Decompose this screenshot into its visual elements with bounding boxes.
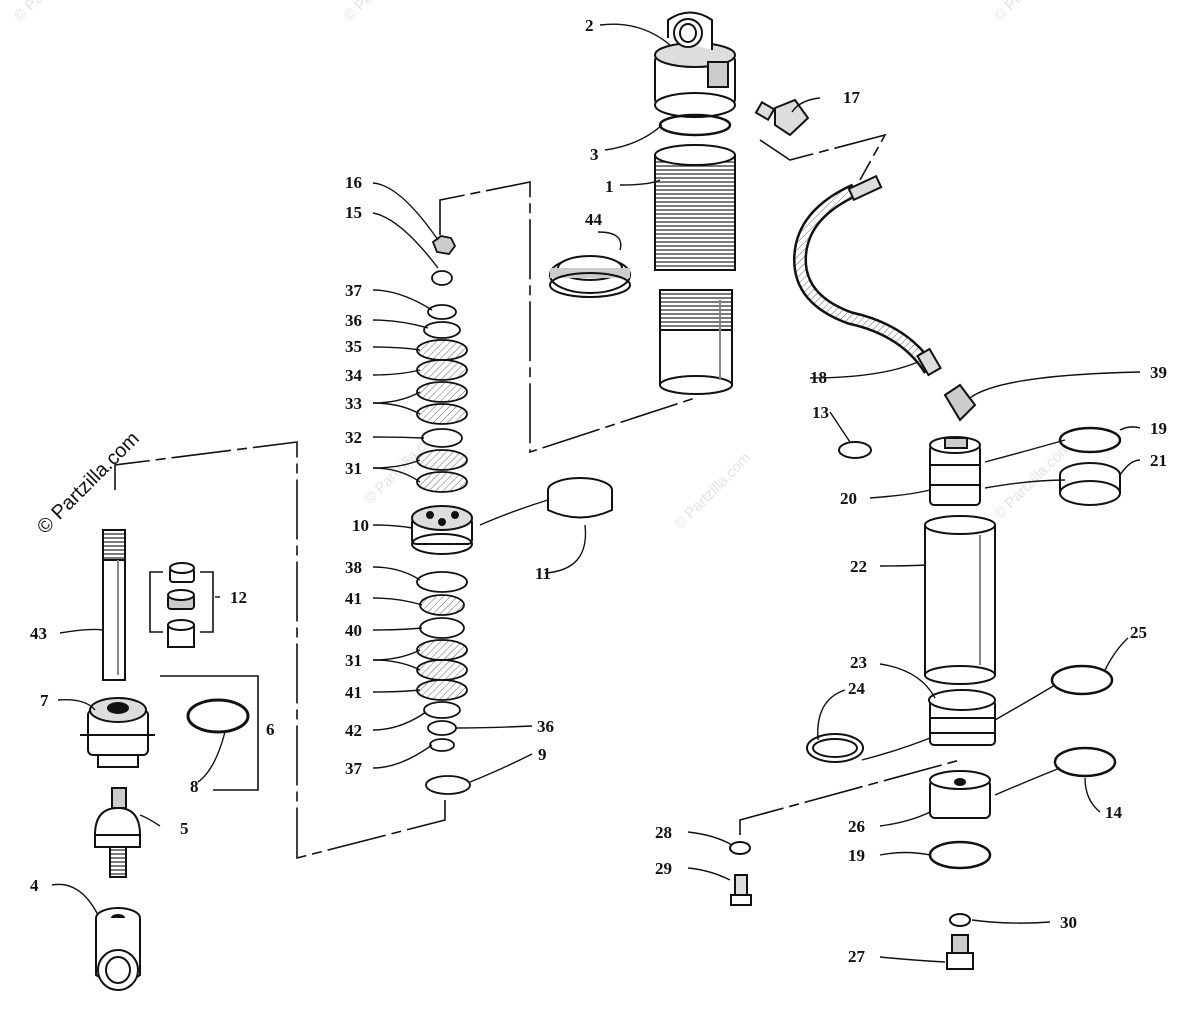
floating-piston — [928, 689, 996, 746]
callout-40: 40 — [345, 621, 362, 640]
callout-30: 30 — [1060, 913, 1077, 932]
shock-body-lower — [659, 289, 733, 395]
callout-1: 1 — [605, 177, 614, 196]
piston-ring — [806, 733, 864, 763]
callout-13: 13 — [812, 403, 829, 422]
callout-27: 27 — [848, 947, 866, 966]
bushing-set — [167, 562, 195, 648]
callout-20: 20 — [840, 489, 857, 508]
spring-adjuster-collar — [549, 255, 631, 298]
callout-labels: 2 3 1 44 17 16 15 37 36 35 34 33 32 31 1… — [30, 16, 1167, 966]
piston-band — [547, 477, 613, 519]
washer — [949, 913, 971, 927]
callout-41b: 41 — [345, 683, 362, 702]
callout-16: 16 — [345, 173, 362, 192]
shock-piston — [411, 505, 473, 555]
callout-9: 9 — [538, 745, 547, 764]
callout-14: 14 — [1105, 803, 1123, 822]
backup-ring — [1059, 462, 1121, 506]
callout-6: 6 — [266, 720, 275, 739]
assembly-guide-lines — [114, 133, 961, 860]
background-watermarks: © Partzilla.com © Partzilla.com © Partzi… — [11, 0, 1074, 533]
o-ring — [1050, 664, 1114, 696]
hydraulic-hose — [792, 174, 942, 377]
o-ring — [186, 698, 250, 734]
callout-36a: 36 — [345, 311, 362, 330]
callout-43: 43 — [30, 624, 47, 643]
callout-37b: 37 — [345, 759, 363, 778]
callout-22: 22 — [850, 557, 867, 576]
callout-23: 23 — [850, 653, 867, 672]
callout-10: 10 — [352, 516, 369, 535]
o-ring — [658, 113, 732, 137]
partzilla-watermark: © Partzilla.com — [33, 428, 144, 539]
valve-stack — [416, 235, 468, 493]
callout-5: 5 — [180, 819, 189, 838]
valve-plug — [946, 934, 974, 970]
callout-42: 42 — [345, 721, 362, 740]
piston-rod — [102, 529, 126, 681]
bracket — [200, 571, 214, 633]
callout-36b: 36 — [537, 717, 554, 736]
hose-elbow — [943, 383, 977, 422]
callout-38: 38 — [345, 558, 362, 577]
rod-end-adapter — [93, 787, 142, 878]
callout-7: 7 — [40, 691, 49, 710]
callout-12: 12 — [230, 588, 247, 607]
callout-35: 35 — [345, 337, 362, 356]
shock-eyelet-cap — [654, 11, 736, 118]
callout-34: 34 — [345, 366, 363, 385]
reservoir-end-cap — [929, 770, 991, 819]
callout-3: 3 — [590, 145, 599, 164]
callout-19b: 19 — [848, 846, 865, 865]
watermark-faint: © Partzilla.com — [341, 0, 424, 25]
leader-lines — [51, 23, 1141, 963]
seal-head — [80, 697, 155, 768]
callout-24: 24 — [848, 679, 866, 698]
callout-44: 44 — [585, 210, 603, 229]
callout-21: 21 — [1150, 451, 1167, 470]
watermark-faint: © Partzilla.com — [671, 449, 754, 532]
callout-18: 18 — [810, 368, 827, 387]
screw — [730, 874, 752, 906]
reservoir-cap — [929, 436, 981, 506]
callout-11: 11 — [535, 564, 551, 583]
o-ring — [1053, 746, 1117, 778]
callout-39: 39 — [1150, 363, 1167, 382]
shock-body-upper — [654, 144, 736, 271]
callout-19a: 19 — [1150, 419, 1167, 438]
bracket — [160, 675, 259, 791]
fitting — [754, 98, 810, 137]
callout-29: 29 — [655, 859, 672, 878]
callout-32: 32 — [345, 428, 362, 447]
watermark-faint: © Partzilla.com — [991, 0, 1074, 25]
callout-8: 8 — [190, 777, 199, 796]
callout-31a: 31 — [345, 459, 362, 478]
bracket — [149, 571, 163, 633]
callout-26: 26 — [848, 817, 865, 836]
lower-eyelet — [95, 907, 141, 991]
valve-stack-lower — [416, 571, 471, 795]
callout-4: 4 — [30, 876, 39, 895]
callout-37a: 37 — [345, 281, 363, 300]
o-ring — [1058, 426, 1122, 454]
callout-17: 17 — [843, 88, 861, 107]
callout-2: 2 — [585, 16, 594, 35]
callout-25: 25 — [1130, 623, 1147, 642]
watermark-faint: © Partzilla.com — [11, 0, 94, 25]
callout-28: 28 — [655, 823, 672, 842]
callout-15: 15 — [345, 203, 362, 222]
callout-41a: 41 — [345, 589, 362, 608]
reservoir-cylinder — [924, 515, 996, 685]
callout-33: 33 — [345, 394, 362, 413]
washer — [729, 841, 751, 855]
o-ring — [838, 441, 872, 459]
o-ring — [928, 840, 992, 870]
callout-31b: 31 — [345, 651, 362, 670]
